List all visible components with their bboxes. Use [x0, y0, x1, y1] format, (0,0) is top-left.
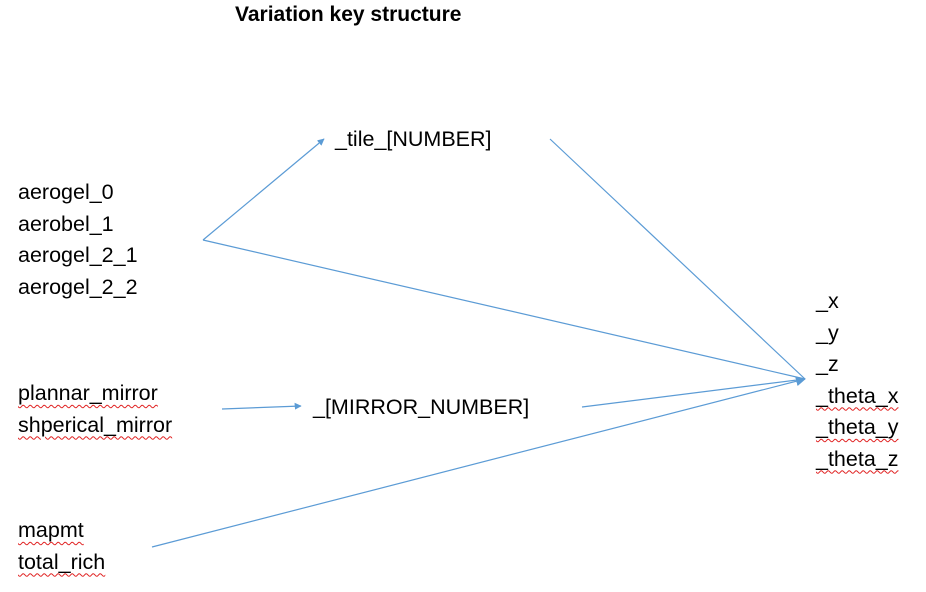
arrow-aerogel-to-suffixes: [202, 239, 806, 380]
mirror-group: plannar_mirror shperical_mirror: [18, 378, 172, 441]
detector-item-wrapper: mapmt: [18, 515, 105, 547]
suffix-item-wrapper: _theta_x: [816, 381, 898, 413]
suffix-item: _theta_y: [816, 415, 899, 439]
mirror-item: shperical_mirror: [18, 412, 173, 437]
suffix-group: _x _y _z _theta_x _theta_y _theta_z: [816, 286, 898, 475]
arrow-tile-to-suffixes: [549, 138, 806, 380]
aerogel-item: aerogel_0: [18, 180, 114, 204]
suffix-item: _y: [816, 320, 839, 345]
mirror-item: plannar_mirror: [18, 381, 158, 405]
arrow-aerogel-to-tile: [202, 138, 325, 241]
mirror-number-node: _[MIRROR_NUMBER]: [313, 395, 530, 419]
arrow-detectors-to-suffixes: [151, 376, 806, 548]
detector-item-wrapper: total_rich: [18, 547, 105, 579]
mirror-item-wrapper: shperical_mirror: [18, 410, 172, 442]
suffix-item-wrapper: _theta_z: [816, 444, 898, 476]
detector-group: mapmt total_rich: [18, 515, 105, 578]
suffix-item: _z: [816, 352, 839, 376]
diagram-title: Variation key structure: [235, 3, 462, 26]
aerogel-item: aerogel_2_1: [18, 243, 138, 267]
suffix-item: _x: [816, 289, 839, 313]
aerogel-item: aerobel_1: [18, 211, 114, 236]
aerogel-item: aerogel_2_2: [18, 274, 138, 299]
detector-item: mapmt: [18, 518, 84, 542]
suffix-item: _theta_z: [816, 446, 899, 471]
detector-item: total_rich: [18, 549, 106, 574]
mirror-item-wrapper: plannar_mirror: [18, 378, 172, 410]
suffix-item-wrapper: _theta_y: [816, 412, 898, 444]
arrow-number-to-suffixes: [581, 378, 806, 408]
arrow-mirrors-to-number: [221, 402, 302, 410]
tile-node: _tile_[NUMBER]: [335, 127, 492, 151]
suffix-item: _theta_x: [816, 383, 899, 408]
aerogel-group: aerogel_0 aerobel_1 aerogel_2_1 aerogel_…: [18, 177, 138, 303]
